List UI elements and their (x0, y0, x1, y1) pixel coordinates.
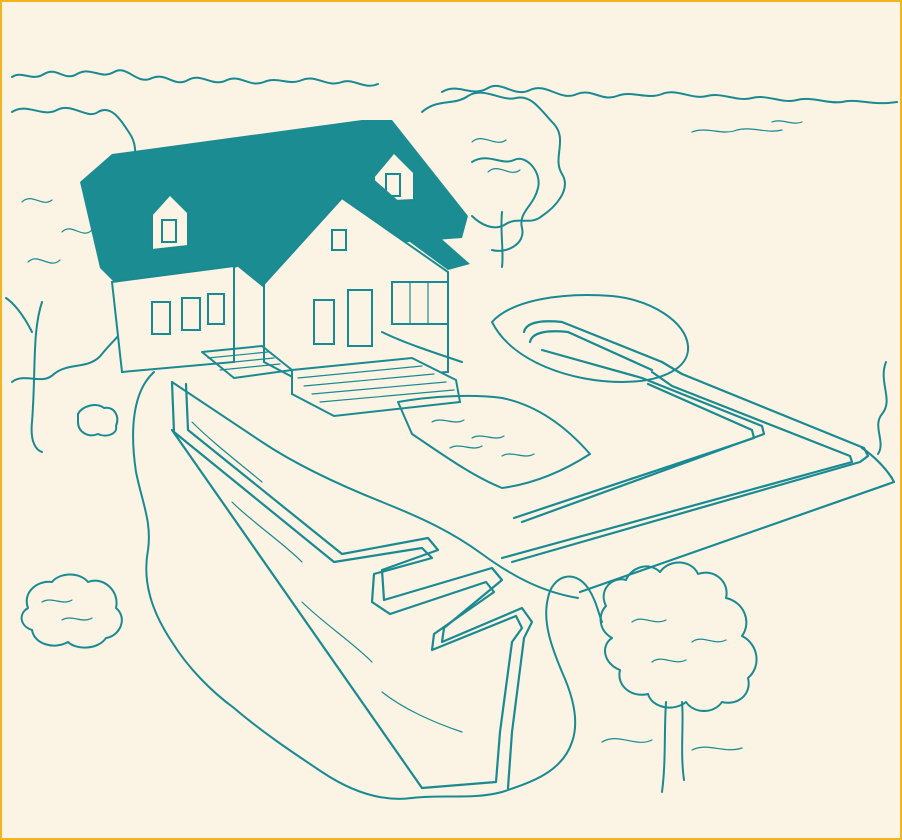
earth-cutaway (133, 372, 602, 799)
tree-right (472, 158, 539, 251)
tree-right-edge (878, 362, 887, 454)
tree-foreground-right (601, 562, 757, 792)
house (80, 120, 470, 416)
shrub-mid-left (78, 405, 117, 435)
horizontal-loop-pit (492, 295, 688, 382)
supply-return-pipes (502, 362, 894, 592)
shrub-left (22, 575, 122, 648)
garden-bed (398, 396, 590, 488)
